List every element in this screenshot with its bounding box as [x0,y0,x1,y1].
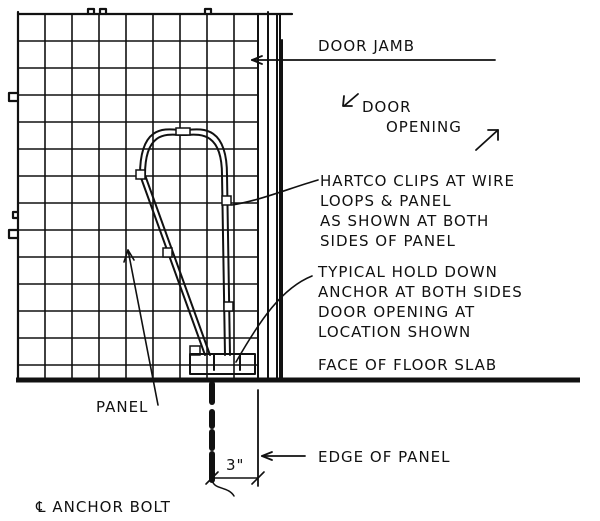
door-jamb-leader [251,55,496,65]
label-door: DOOR [362,98,412,116]
panel-outline [7,7,294,382]
panel-leader-arrow [123,249,135,263]
hartco-leader [231,179,319,206]
anchor-bolt-leader [211,479,235,497]
hartco-clips [135,127,234,356]
label-typical-line1: TYPICAL HOLD DOWN [317,263,498,281]
label-panel: PANEL [96,398,148,416]
label-opening: OPENING [386,118,462,136]
dimension-line [205,471,265,485]
label-typical-line3: DOOR OPENING AT [318,303,475,321]
label-hartco-line3: AS SHOWN AT BOTH [320,212,489,230]
label-dimension: 3" [226,456,244,474]
label-hartco-line4: SIDES OF PANEL [320,232,456,250]
holddown-leader [235,275,313,363]
label-typical-line4: LOCATION SHOWN [318,323,471,341]
edge-of-panel-line [257,389,306,487]
label-door-jamb: DOOR JAMB [318,37,415,55]
label-hartco-line2: LOOPS & PANEL [320,192,452,210]
label-floor-slab: FACE OF FLOOR SLAB [318,356,497,374]
label-typical-line2: ANCHOR AT BOTH SIDES [318,283,523,301]
label-hartco-line1: HARTCO CLIPS AT WIRE [320,172,515,190]
panel-leader [127,249,159,406]
anchor-base [189,353,256,375]
label-edge-of-panel: EDGE OF PANEL [318,448,451,466]
label-anchor-bolt: ℄ ANCHOR BOLT [35,498,171,516]
door-opening-arrows [342,93,499,151]
